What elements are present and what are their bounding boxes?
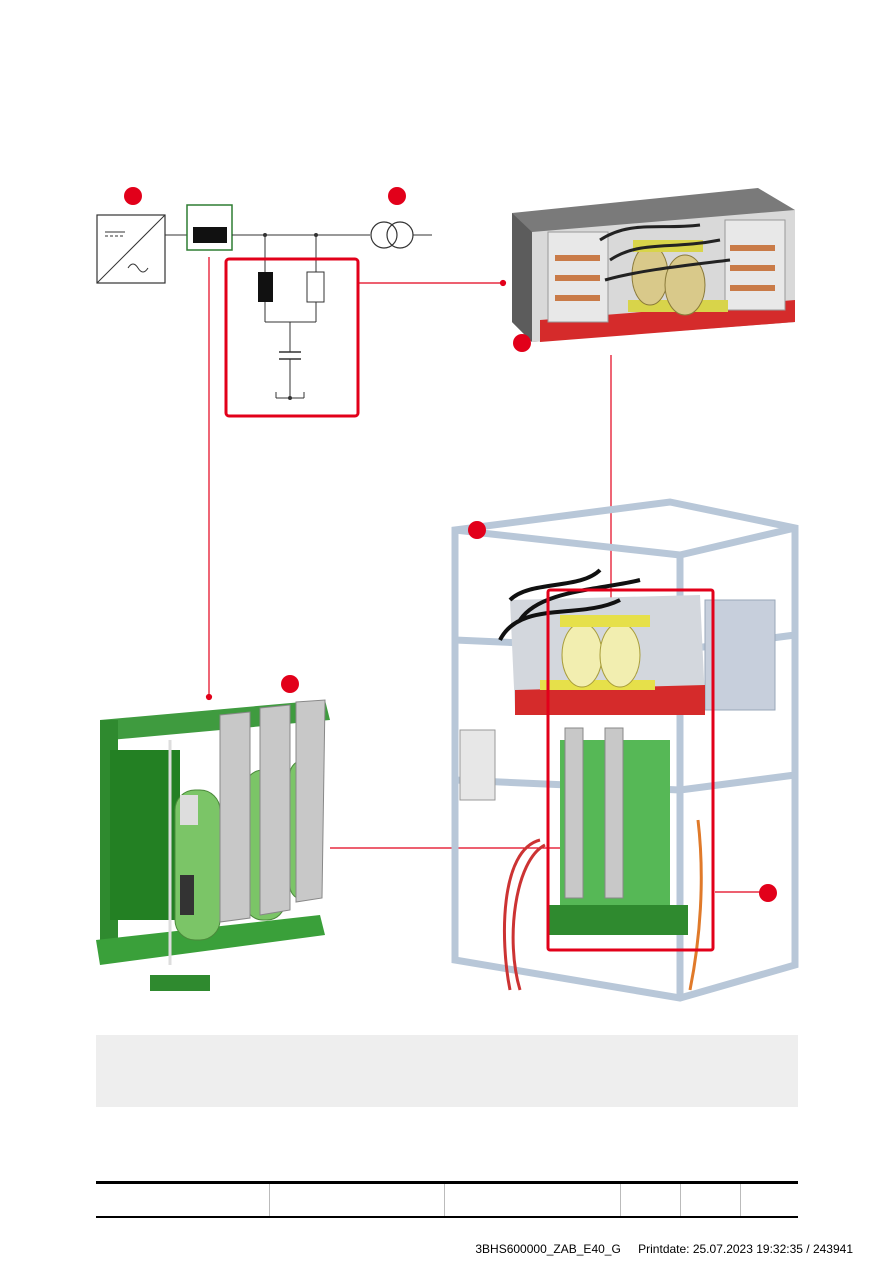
footer-cell-divider bbox=[680, 1184, 681, 1216]
capacitor-icon bbox=[279, 351, 301, 360]
marker-5 bbox=[281, 675, 299, 693]
converter-icon bbox=[96, 214, 166, 284]
cabinet-render bbox=[451, 498, 799, 1002]
doc-id: 3BHS600000_ZAB_E40_G bbox=[475, 1242, 621, 1256]
footer-cell-divider bbox=[740, 1184, 741, 1216]
reactor-icon bbox=[186, 204, 233, 251]
resistor-icon bbox=[306, 271, 325, 303]
transformer-icon bbox=[370, 221, 414, 249]
reactor-render bbox=[96, 699, 330, 991]
print-info: 3BHS600000_ZAB_E40_G Printdate: 25.07.20… bbox=[475, 1242, 853, 1256]
footer-cell-divider bbox=[444, 1184, 445, 1216]
marker-1 bbox=[124, 187, 142, 205]
marker-4 bbox=[468, 521, 486, 539]
footer-cell-divider bbox=[269, 1184, 270, 1216]
footer-table bbox=[96, 1181, 798, 1218]
inductor-icon bbox=[258, 272, 273, 302]
marker-6 bbox=[759, 884, 777, 902]
marker-2 bbox=[388, 187, 406, 205]
caption-box bbox=[96, 1035, 798, 1107]
figure-diagram bbox=[96, 187, 799, 1002]
filter-unit-render bbox=[512, 188, 795, 342]
footer-cell-divider bbox=[620, 1184, 621, 1216]
marker-3 bbox=[513, 334, 531, 352]
printdate: Printdate: 25.07.2023 19:32:35 / 243941 bbox=[638, 1242, 853, 1256]
